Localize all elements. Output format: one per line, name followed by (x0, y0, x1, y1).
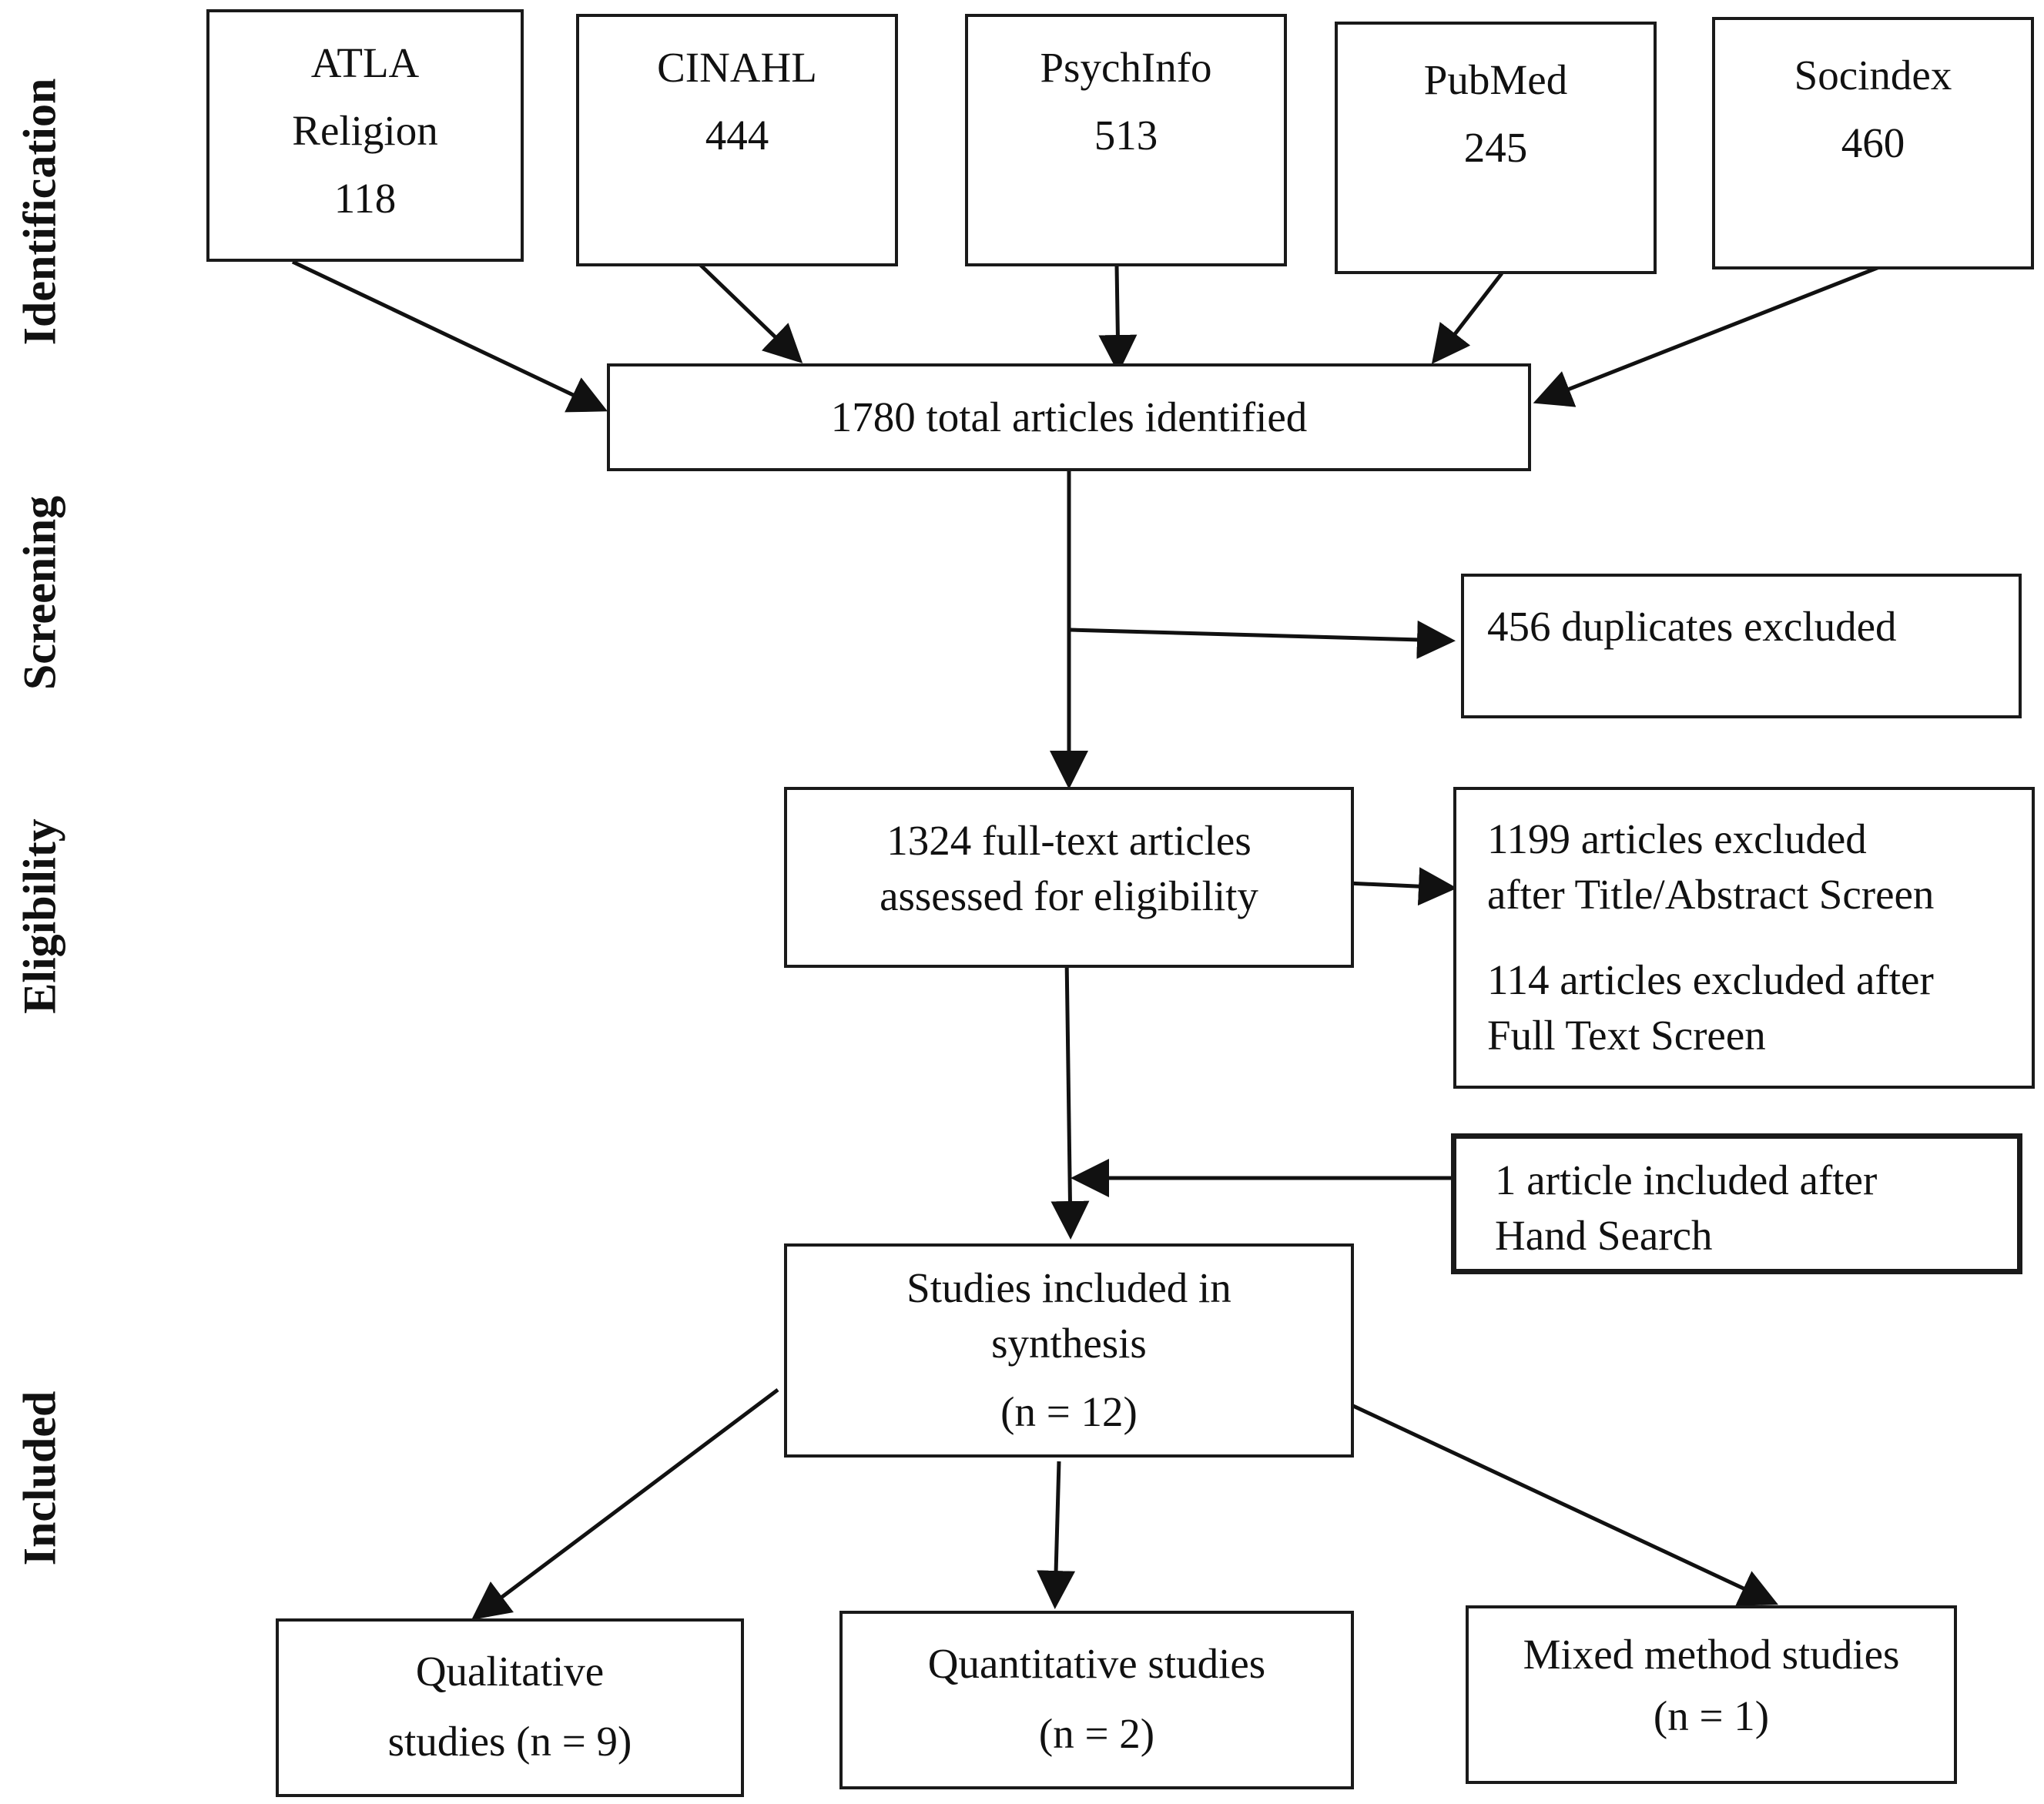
source-name: PubMed (1423, 56, 1568, 103)
arrow-to-duplicates (1070, 620, 1456, 659)
source-count: 245 (1463, 124, 1528, 171)
source-name: ATLA (310, 39, 420, 86)
synthesis-count: (n = 12) (1000, 1388, 1138, 1435)
excluded-text: 114 articles excluded after (1487, 956, 1934, 1003)
source-box-socindex: Socindex 460 (1712, 17, 2034, 269)
source-count: 444 (705, 112, 769, 159)
qualitative-text: Qualitative (415, 1648, 605, 1695)
synthesis-text: Studies included in (906, 1264, 1231, 1311)
excluded-text: 1199 articles excluded (1487, 815, 1867, 862)
excluded-text: Full Text Screen (1487, 1011, 1766, 1059)
arrow-fulltext-to-excluded (1347, 867, 1457, 906)
stage-label-identification: Identification (14, 78, 65, 346)
arrow-pubmed-to-total (1431, 272, 1503, 364)
fulltext-assessed-text: assessed for eligibility (880, 872, 1258, 919)
quantitative-text: Quantitative studies (927, 1640, 1266, 1687)
stage-label-eligibility: Eligibility (14, 818, 65, 1014)
source-count: 118 (333, 175, 397, 222)
source-name: Religion (292, 107, 438, 154)
quantitative-studies-box: Quantitative studies (n = 2) (839, 1611, 1354, 1789)
source-count: 513 (1094, 112, 1158, 159)
source-name: CINAHL (657, 44, 817, 91)
arrow-synthesis-to-mixed (1350, 1403, 1779, 1606)
arrow-atla-to-total (291, 259, 608, 413)
mixed-count: (n = 1) (1653, 1692, 1770, 1739)
mixed-text: Mixed method studies (1523, 1631, 1900, 1678)
source-box-cinahl: CINAHL 444 (576, 14, 898, 266)
total-identified-box: 1780 total articles identified (607, 363, 1531, 471)
source-box-pubmed: PubMed 245 (1335, 22, 1657, 274)
source-name: PsychInfo (1040, 44, 1212, 91)
qualitative-studies-box: Qualitative studies (n = 9) (276, 1618, 744, 1797)
duplicates-excluded-box: 456 duplicates excluded (1461, 574, 2022, 718)
synthesis-text: synthesis (991, 1319, 1147, 1367)
excluded-text: after Title/Abstract Screen (1487, 870, 1935, 918)
mixed-method-studies-box: Mixed method studies (n = 1) (1466, 1605, 1957, 1784)
arrow-fulltext-to-synthesis (1050, 956, 1090, 1240)
articles-excluded-box: 1199 articles excluded after Title/Abstr… (1453, 787, 2035, 1089)
synthesis-box: Studies included in synthesis (n = 12) (784, 1243, 1354, 1458)
hand-search-box: 1 article included after Hand Search (1451, 1133, 2022, 1274)
duplicates-excluded-text: 456 duplicates excluded (1487, 603, 1897, 650)
hand-search-text: 1 article included after (1495, 1156, 1878, 1203)
stage-label-screening: Screening (14, 495, 65, 691)
arrow-cinahl-to-total (692, 256, 803, 363)
hand-search-text: Hand Search (1495, 1211, 1713, 1259)
source-name: Socindex (1794, 52, 1952, 99)
arrow-socindex-to-total (1533, 263, 1884, 407)
quantitative-count: (n = 2) (1038, 1709, 1155, 1757)
fulltext-assessed-text: 1324 full-text articles (886, 817, 1252, 864)
stage-label-included: Included (14, 1391, 65, 1566)
arrow-synthesis-to-qualitative (471, 1388, 779, 1621)
source-count: 460 (1841, 119, 1905, 166)
source-box-psychinfo: PsychInfo 513 (965, 14, 1287, 266)
fulltext-assessed-box: 1324 full-text articles assessed for eli… (784, 787, 1354, 968)
arrow-psychinfo-to-total (1098, 265, 1138, 373)
total-identified-text: 1780 total articles identified (830, 393, 1308, 441)
arrow-synthesis-to-quantitative (1037, 1461, 1076, 1609)
source-box-atla: ATLA Religion 118 (206, 9, 524, 262)
qualitative-count: studies (n = 9) (387, 1717, 632, 1765)
